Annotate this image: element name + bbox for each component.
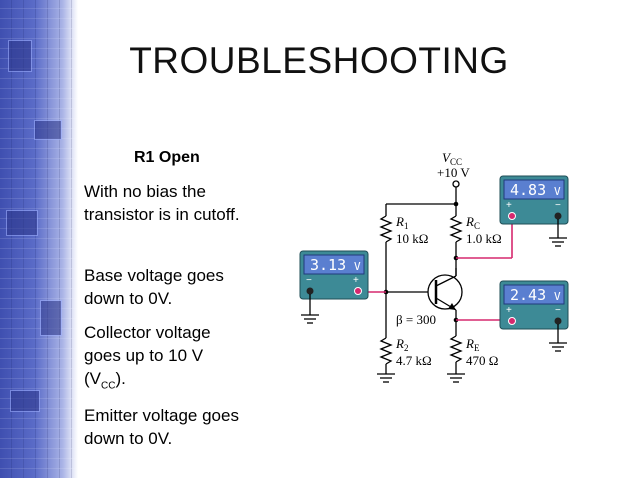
decorative-circuit-board-sidebar <box>0 0 78 478</box>
transistor-circuit-diagram: VCC +10 V R1 10 kΩ RC 1.0 kΩ β = 300 R2 … <box>299 150 569 383</box>
bullet-collector-voltage: Collector voltage goes up to 10 V (VCC). <box>84 323 211 392</box>
emitter-meter-positive-jack <box>508 317 516 325</box>
emitter-meter-reading: 2.43 <box>510 286 546 304</box>
collector-meter-reading: 4.83 <box>510 181 546 199</box>
emitter-meter-negative-jack <box>554 317 562 325</box>
resistor-rc <box>449 215 463 243</box>
emitter-voltmeter: 2.43 V + − <box>499 280 569 352</box>
slide-subheading: R1 Open <box>134 149 200 166</box>
slide-title: TROUBLESHOOTING <box>129 40 509 81</box>
re-label: RE <box>465 336 480 353</box>
bullet-base-voltage: Base voltage goes down to 0V. <box>84 266 224 308</box>
base-meter-negative-jack <box>306 287 314 295</box>
base-voltmeter: 3.13 V − + <box>299 250 369 324</box>
base-meter-reading: 3.13 <box>310 256 346 274</box>
re-value: 470 Ω <box>466 353 498 368</box>
vcc-value: +10 V <box>437 165 470 180</box>
rc-label: RC <box>465 214 480 231</box>
base-meter-unit: V <box>354 260 361 273</box>
collector-voltmeter: 4.83 V + − <box>499 175 569 247</box>
svg-text:+: + <box>506 305 512 316</box>
r2-value: 4.7 kΩ <box>396 353 432 368</box>
svg-text:+: + <box>353 275 359 286</box>
collector-meter-unit: V <box>554 185 561 198</box>
resistor-r2 <box>379 337 393 365</box>
r2-label: R2 <box>395 336 408 353</box>
resistor-re <box>449 335 463 363</box>
svg-text:−: − <box>555 305 561 316</box>
resistor-r1 <box>379 215 393 243</box>
emitter-meter-unit: V <box>554 290 561 303</box>
collector-meter-positive-jack <box>508 212 516 220</box>
svg-text:−: − <box>306 275 312 286</box>
base-meter-positive-jack <box>354 287 362 295</box>
svg-text:+: + <box>506 200 512 211</box>
circuit-wires <box>377 180 465 383</box>
rc-value: 1.0 kΩ <box>466 231 502 246</box>
bullet-emitter-voltage: Emitter voltage goes down to 0V. <box>84 406 239 448</box>
bullet-no-bias: With no bias the transistor is in cutoff… <box>84 182 240 224</box>
r1-value: 10 kΩ <box>396 231 428 246</box>
r1-label: R1 <box>395 214 408 231</box>
vcc-label: VCC <box>442 150 462 167</box>
beta-label: β = 300 <box>396 312 436 327</box>
collector-meter-negative-jack <box>554 212 562 220</box>
svg-text:−: − <box>555 200 561 211</box>
